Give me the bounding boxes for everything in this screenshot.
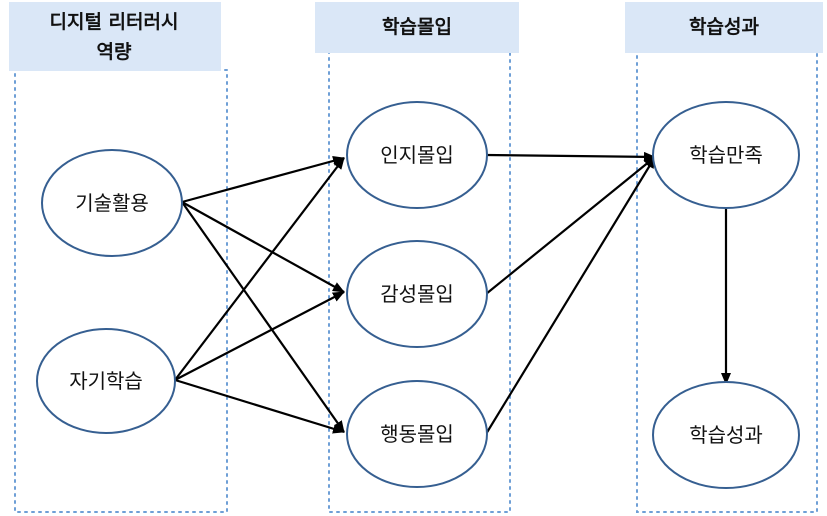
node-behavioral-flow: 행동몰입 [346, 380, 488, 488]
node-label: 학습만족 [689, 143, 763, 167]
node-ellipse [652, 381, 800, 489]
edges-layer [174, 151, 731, 435]
node-ellipse [36, 328, 176, 434]
node-label: 감성몰입 [380, 282, 454, 306]
column-header-box [315, 2, 519, 53]
node-learning-outcome: 학습성과 [652, 381, 800, 489]
node-ellipse [652, 101, 800, 209]
edge-self-learning-to-cognitive [174, 157, 345, 381]
node-label: 행동몰입 [380, 422, 454, 446]
node-cognitive-flow: 인지몰입 [346, 101, 488, 209]
node-emotional-flow: 감성몰입 [346, 240, 488, 348]
column-header-line-1: 학습몰입 [382, 16, 452, 38]
column-header-learning-outcome: 학습성과 [625, 2, 823, 53]
edge-behavioral-to-satisfaction [485, 156, 656, 435]
column-header-learning-flow: 학습몰입 [315, 2, 519, 53]
node-ellipse [346, 380, 488, 488]
node-self-learning: 자기학습 [36, 328, 176, 434]
column-header-line-2: 역량 [97, 41, 132, 63]
node-ellipse [346, 101, 488, 209]
column-header-digital-literacy: 디지털 리터러시 역량 [9, 2, 221, 71]
edge-cognitive-to-satisfaction [485, 151, 656, 162]
node-ellipse [346, 240, 488, 348]
node-ellipse [41, 149, 183, 257]
column-header-line-1: 디지털 리터러시 [50, 11, 179, 33]
node-tech-use: 기술활용 [41, 149, 183, 257]
edge-self-learning-to-emotional [174, 291, 345, 381]
edge-emotional-to-satisfaction [485, 156, 656, 295]
edge-tech-use-to-behavioral [181, 201, 345, 433]
edge-tech-use-to-emotional [181, 201, 345, 293]
node-learning-satisfaction: 학습만족 [652, 101, 800, 209]
node-label: 인지몰입 [380, 143, 454, 167]
node-label: 학습성과 [689, 423, 763, 447]
node-label: 자기학습 [69, 369, 143, 393]
column-frame-digital-literacy [14, 69, 228, 513]
column-header-box [9, 2, 221, 71]
edge-self-learning-to-behavioral [174, 378, 345, 434]
column-header-box [625, 2, 823, 53]
edge-tech-use-to-cognitive [181, 156, 345, 204]
node-label: 기술활용 [75, 191, 149, 215]
column-header-line-1: 학습성과 [689, 16, 759, 38]
